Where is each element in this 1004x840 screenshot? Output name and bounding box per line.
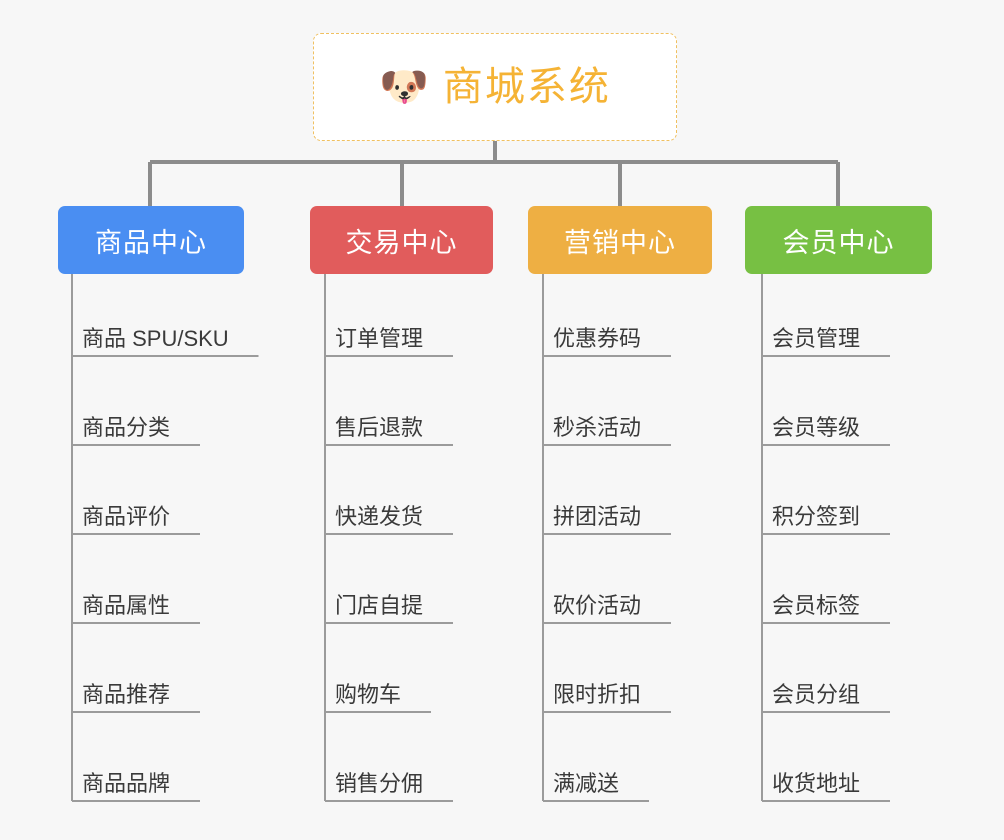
leaf-item[interactable]: 门店自提 — [335, 579, 423, 623]
leaf-item[interactable]: 商品 SPU/SKU — [82, 312, 229, 356]
leaf-item[interactable]: 收货地址 — [772, 757, 860, 801]
leaf-label: 会员标签 — [772, 593, 861, 618]
leaf-label: 门店自提 — [335, 593, 424, 618]
shiba-dog-face-icon: 🐶 — [379, 65, 429, 109]
leaf-label: 商品推荐 — [82, 682, 171, 707]
leaf-item[interactable]: 秒杀活动 — [553, 401, 641, 445]
leaf-item[interactable]: 商品属性 — [82, 579, 170, 623]
root-title: 商城系统 — [442, 65, 611, 109]
category-label: 会员中心 — [782, 227, 895, 258]
leaf-label: 砍价活动 — [553, 593, 642, 618]
leaf-label: 购物车 — [335, 682, 402, 707]
leaf-label: 商品属性 — [82, 593, 171, 618]
leaf-item[interactable]: 会员等级 — [772, 401, 860, 445]
leaf-item[interactable]: 拼团活动 — [553, 490, 641, 534]
leaf-label: 商品品牌 — [82, 771, 171, 796]
leaf-item[interactable]: 会员标签 — [772, 579, 860, 623]
leaf-label: 商品分类 — [82, 415, 171, 440]
category-box-4[interactable]: 会员中心 — [745, 206, 932, 274]
category-label: 商品中心 — [95, 227, 207, 258]
leaf-label: 售后退款 — [335, 415, 424, 440]
leaf-item[interactable]: 购物车 — [335, 668, 401, 712]
leaf-item[interactable]: 商品品牌 — [82, 757, 170, 801]
leaf-label: 秒杀活动 — [553, 415, 642, 440]
leaf-label: 商品评价 — [82, 504, 171, 529]
category-box-2[interactable]: 交易中心 — [310, 206, 493, 274]
leaf-label: 积分签到 — [772, 504, 861, 529]
leaf-item[interactable]: 销售分佣 — [335, 757, 423, 801]
leaf-item[interactable]: 满减送 — [553, 757, 619, 801]
leaf-item[interactable]: 会员管理 — [772, 312, 860, 356]
root-node[interactable]: 🐶 商城系统 — [313, 33, 677, 141]
leaf-label: 拼团活动 — [553, 504, 642, 529]
leaf-item[interactable]: 砍价活动 — [553, 579, 641, 623]
leaf-label: 会员管理 — [772, 326, 861, 351]
leaf-label: 优惠券码 — [553, 326, 642, 351]
leaf-label: 收货地址 — [772, 771, 861, 796]
leaf-label: 商品 SPU/SKU — [82, 326, 229, 351]
leaf-item[interactable]: 商品推荐 — [82, 668, 170, 712]
category-box-3[interactable]: 营销中心 — [528, 206, 712, 274]
leaf-item[interactable]: 会员分组 — [772, 668, 860, 712]
category-box-1[interactable]: 商品中心 — [58, 206, 244, 274]
leaf-item[interactable]: 快递发货 — [335, 490, 423, 534]
leaf-label: 限时折扣 — [553, 682, 642, 707]
leaf-label: 销售分佣 — [335, 771, 424, 796]
leaf-label: 会员分组 — [772, 682, 861, 707]
leaf-item[interactable]: 商品分类 — [82, 401, 170, 445]
category-label: 营销中心 — [564, 227, 676, 258]
leaf-label: 快递发货 — [335, 504, 424, 529]
leaf-label: 订单管理 — [335, 326, 424, 351]
leaf-item[interactable]: 商品评价 — [82, 490, 170, 534]
leaf-item[interactable]: 优惠券码 — [553, 312, 641, 356]
leaf-item[interactable]: 售后退款 — [335, 401, 423, 445]
leaf-item[interactable]: 限时折扣 — [553, 668, 641, 712]
category-label: 交易中心 — [345, 227, 458, 258]
leaf-label: 会员等级 — [772, 415, 861, 440]
leaf-label: 满减送 — [553, 771, 620, 796]
leaf-item[interactable]: 订单管理 — [335, 312, 423, 356]
leaf-item[interactable]: 积分签到 — [772, 490, 860, 534]
